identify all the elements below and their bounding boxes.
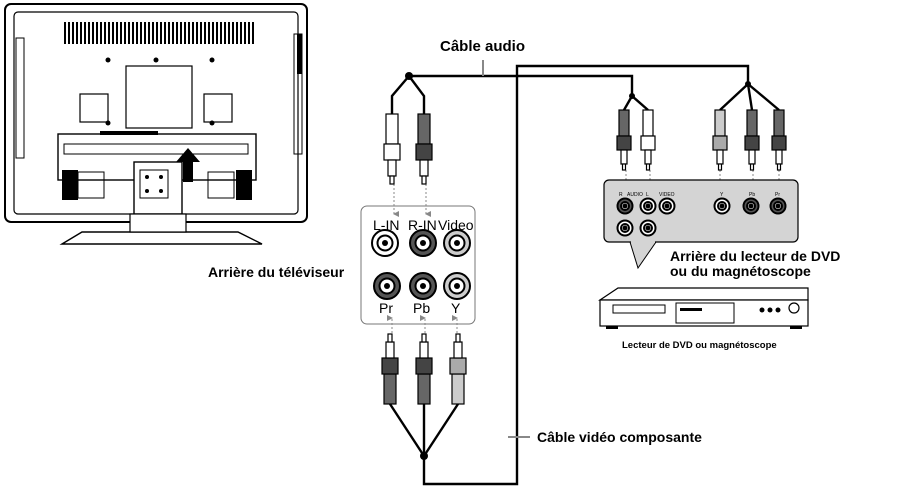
jack-pb <box>409 272 437 300</box>
plugs-top <box>383 109 787 185</box>
label-tv-rear: Arrière du téléviseur <box>208 264 345 280</box>
label-audio-cable: Câble audio <box>440 38 525 55</box>
label-dvd-rear-line1: Arrière du lecteur de DVD <box>670 248 840 264</box>
tv-rear-illustration <box>4 3 308 245</box>
dvd-label-y: Y <box>720 192 724 198</box>
label-l-in: L-IN <box>373 217 399 233</box>
label-pr: Pr <box>379 300 393 316</box>
dvd-label-audio: AUDIO <box>627 192 643 198</box>
jack-pr <box>373 272 401 300</box>
dvd-player-illustration <box>598 287 809 329</box>
dvd-label-pb: Pb <box>749 192 755 198</box>
jack-y <box>443 272 471 300</box>
label-y: Y <box>451 300 461 316</box>
jack-video <box>443 229 471 257</box>
jack-r-in <box>409 229 437 257</box>
tv-jack-panel: L-IN R-IN Video Pr Pb Y <box>360 205 476 325</box>
dvd-label-l: L <box>646 192 649 198</box>
label-pb: Pb <box>413 300 430 316</box>
jack-l-in <box>371 229 399 257</box>
label-r-in: R-IN <box>408 217 437 233</box>
plugs-bottom <box>381 333 467 405</box>
dvd-label-video: VIDEO <box>659 192 675 198</box>
dvd-label-pr: Pr <box>775 192 780 198</box>
dvd-label-r: R <box>619 192 623 198</box>
label-dvd-rear-line2: ou du magnétoscope <box>670 263 811 279</box>
dvd-rear-panel: R AUDIO L VIDEO Y Pb Pr <box>603 179 799 270</box>
label-dvd-caption: Lecteur de DVD ou magnétoscope <box>622 340 777 351</box>
label-component-cable: Câble vidéo composante <box>537 429 702 445</box>
label-video: Video <box>438 217 474 233</box>
